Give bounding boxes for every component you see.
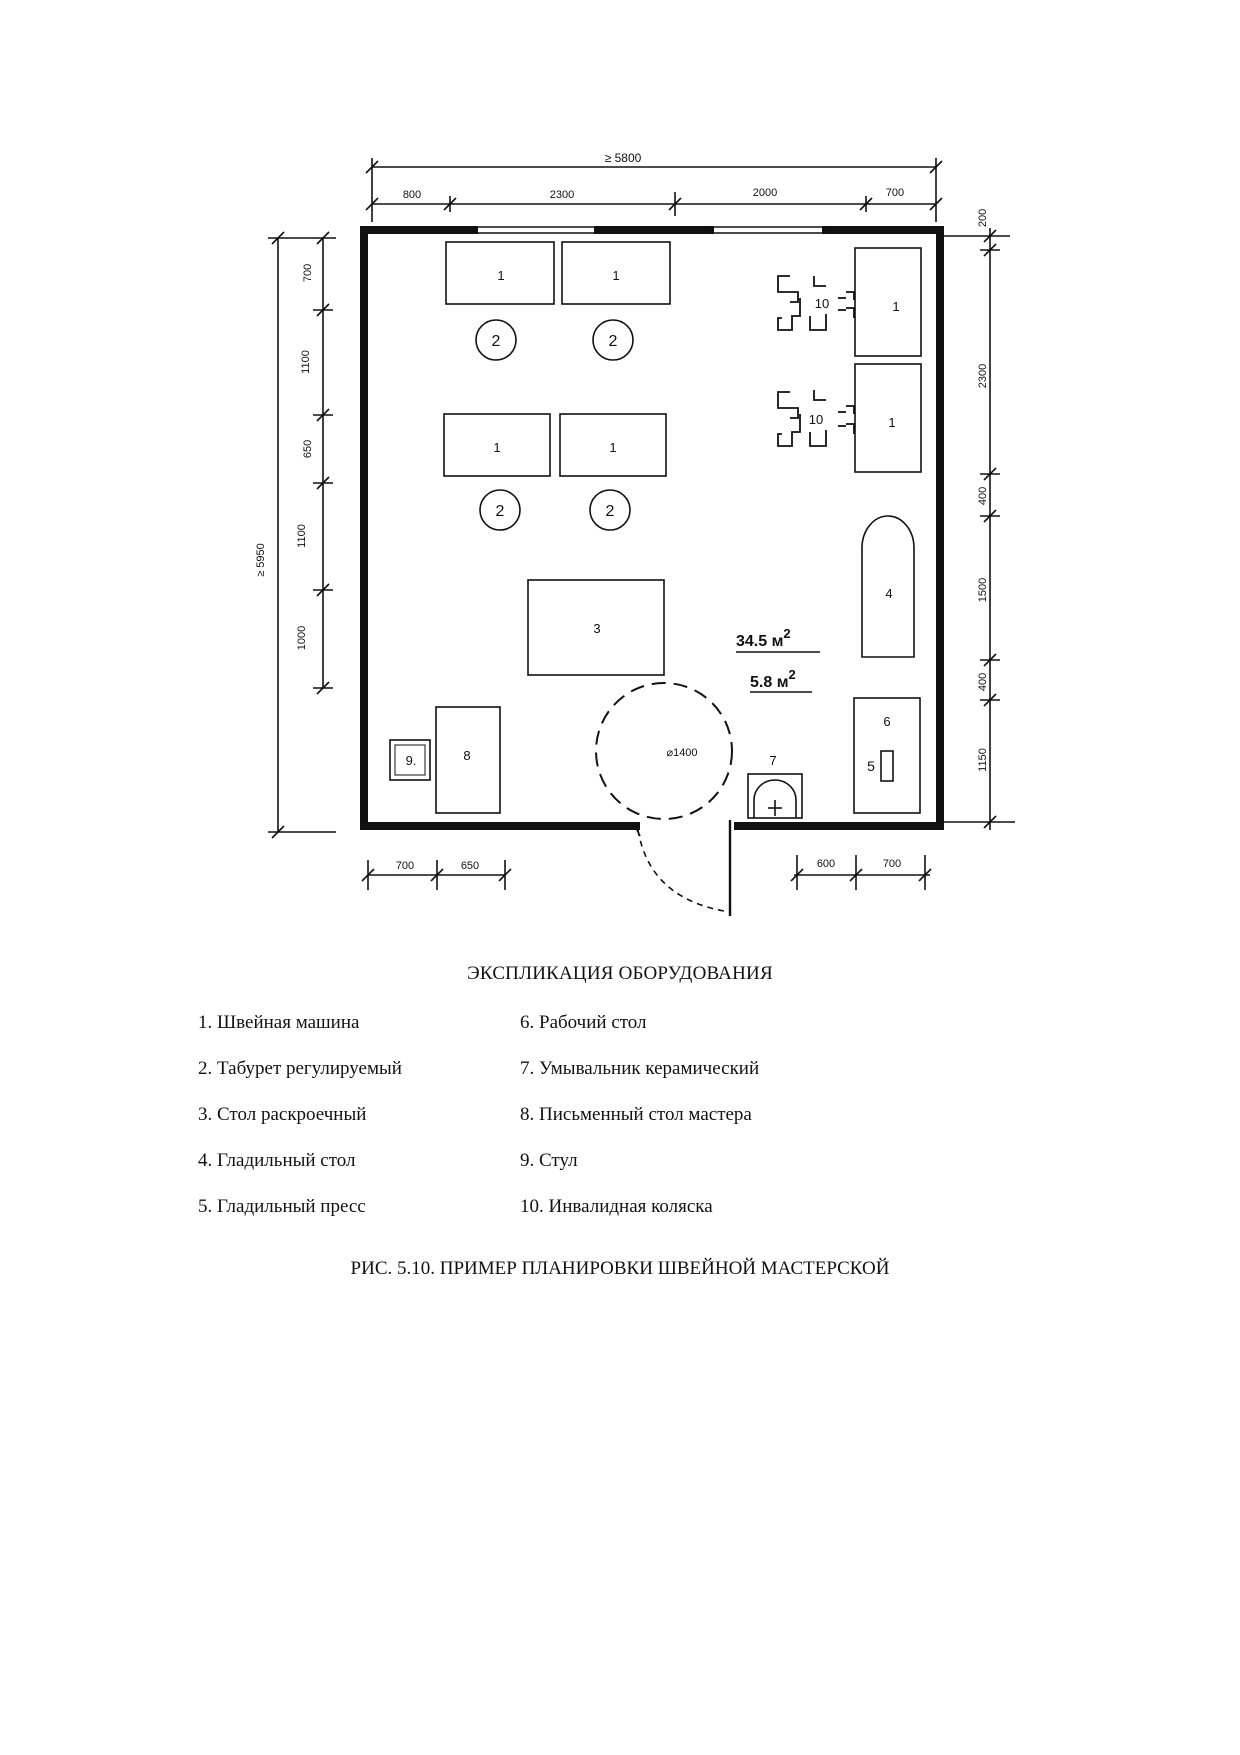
sewing-machine [445, 241, 555, 305]
label-stool: 2 [606, 503, 615, 520]
sewing-machine [561, 241, 671, 305]
wheelchair-lower [777, 390, 855, 447]
label-sewing-machine: 1 [612, 268, 619, 283]
legend-item: 1. Швейная машина [198, 1012, 360, 1033]
cutting-table [527, 579, 665, 676]
wheelchair-turning-circle [595, 682, 733, 820]
stool [475, 319, 517, 361]
label-wheelchair: 10 [815, 296, 829, 311]
dim-left-total: ≥ 5950 [255, 543, 267, 577]
legend-item: 10. Инвалидная коляска [520, 1196, 713, 1217]
bottom-dimensions [361, 855, 932, 890]
sewing-machine [443, 413, 551, 477]
legend-item: 9. Стул [520, 1150, 578, 1171]
label-ironing-table: 4 [885, 586, 892, 601]
equipment-legend: 1. Швейная машина 6. Рабочий стол 2. Таб… [198, 1000, 1098, 1230]
label-chair: 9. [406, 753, 417, 768]
door [635, 820, 732, 916]
dim-bottom-left-1: 700 [396, 860, 414, 872]
label-stool: 2 [492, 333, 501, 350]
dim-left-3: 650 [302, 440, 314, 458]
area-main: 34.5 м2 [736, 626, 791, 650]
dim-bottom-left-2: 650 [461, 860, 479, 872]
dim-right-1: 200 [977, 209, 989, 227]
windows [474, 226, 826, 234]
figure-caption: РИС. 5.10. ПРИМЕР ПЛАНИРОВКИ ШВЕЙНОЙ МАС… [350, 1258, 890, 1279]
legend-item: 2. Табурет регулируемый [198, 1058, 402, 1079]
dim-right-3: 400 [977, 487, 989, 505]
dim-left-2: 1100 [300, 350, 312, 374]
dim-left-1: 700 [302, 264, 314, 282]
label-work-table: 6 [883, 714, 890, 729]
stool [479, 489, 521, 531]
legend-item: 5. Гладильный пресс [198, 1196, 366, 1217]
dim-top-3: 2000 [753, 187, 777, 199]
dim-top-2: 2300 [550, 189, 574, 201]
ironing-press [880, 750, 894, 782]
sewing-machine [854, 363, 922, 473]
label-sewing-machine: 1 [888, 415, 895, 430]
sewing-machine [559, 413, 667, 477]
dim-right-5: 400 [977, 673, 989, 691]
dim-top-1: 800 [403, 189, 421, 201]
floor-plan: ≥ 5800 800 2300 2000 700 ≥ 5950 700 1100… [255, 151, 1015, 916]
room-walls [360, 226, 944, 830]
work-table [853, 697, 921, 814]
dim-top-4: 700 [886, 187, 904, 199]
label-sewing-machine: 1 [892, 299, 899, 314]
wheelchair-upper [777, 275, 855, 331]
label-cutting-table: 3 [593, 621, 600, 636]
dim-right-4: 1500 [977, 578, 989, 602]
dim-bottom-right-1: 600 [817, 858, 835, 870]
legend-item: 4. Гладильный стол [198, 1150, 356, 1171]
label-stool: 2 [496, 503, 505, 520]
dim-right-6: 1150 [977, 748, 989, 772]
sewing-machine [854, 247, 922, 357]
chair [389, 739, 431, 781]
label-stool: 2 [609, 333, 618, 350]
turning-circle-label: ⌀1400 [666, 747, 697, 759]
dim-left-5: 1000 [296, 626, 308, 650]
legend-title: ЭКСПЛИКАЦИЯ ОБОРУДОВАНИЯ [467, 963, 773, 984]
dim-left-4: 1100 [296, 524, 308, 548]
label-desk: 8 [463, 748, 470, 763]
area-sub: 5.8 м2 [750, 667, 796, 691]
washbasin [747, 773, 803, 819]
legend-item: 7. Умывальник керамический [520, 1058, 760, 1079]
right-dimensions [940, 228, 1015, 830]
dim-right-2: 2300 [977, 364, 989, 388]
dim-top-total: ≥ 5800 [605, 151, 642, 165]
label-sewing-machine: 1 [497, 268, 504, 283]
desk [435, 706, 501, 814]
left-dimensions [268, 231, 336, 839]
ironing-table [861, 515, 915, 658]
top-dimensions [365, 158, 943, 222]
label-sewing-machine: 1 [493, 440, 500, 455]
label-washbasin: 7 [769, 753, 776, 768]
label-ironing-press: 5 [867, 758, 875, 774]
legend-item: 8. Письменный стол мастера [520, 1104, 752, 1125]
label-sewing-machine: 1 [609, 440, 616, 455]
legend-item: 6. Рабочий стол [520, 1012, 647, 1033]
dim-bottom-right-2: 700 [883, 858, 901, 870]
stool [589, 489, 631, 531]
legend-item: 3. Стол раскроечный [198, 1104, 367, 1125]
label-wheelchair: 10 [809, 412, 823, 427]
stool [592, 319, 634, 361]
